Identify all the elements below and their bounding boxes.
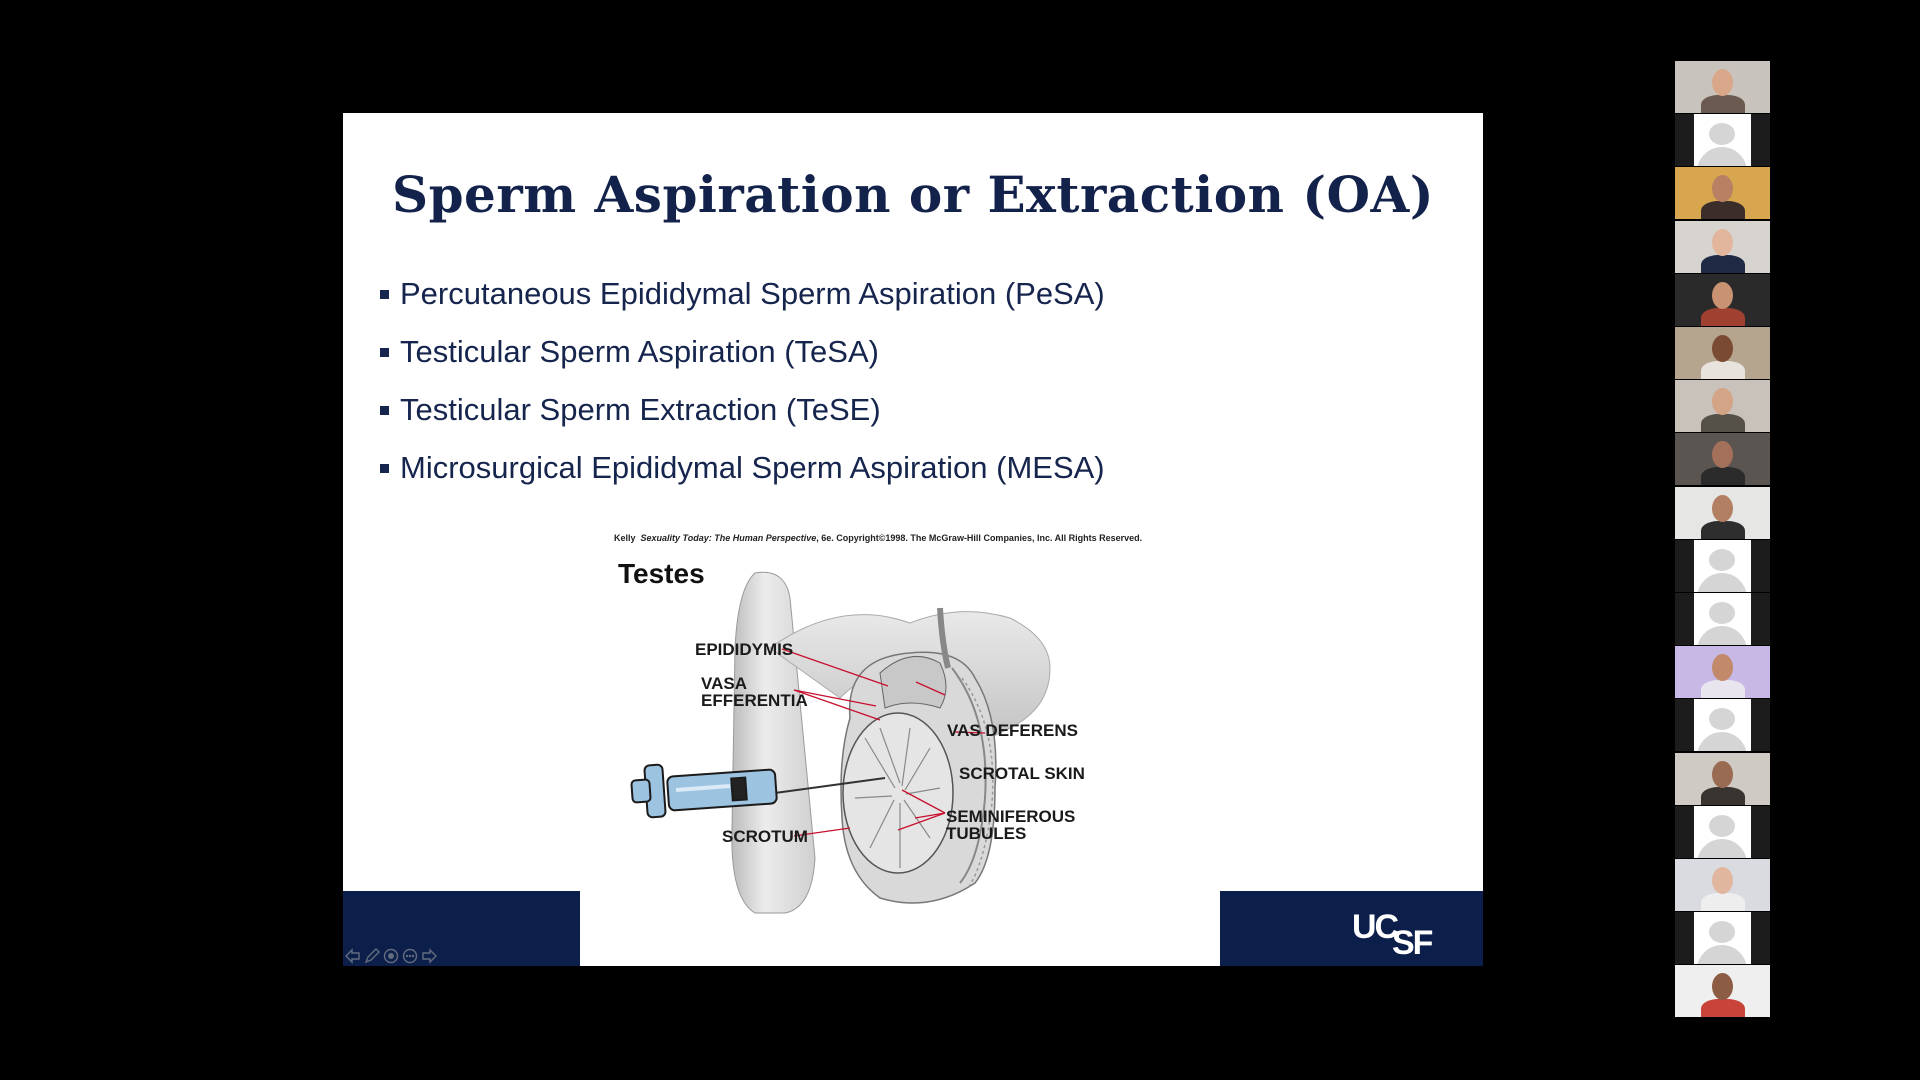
- avatar-placeholder-icon: [1709, 123, 1735, 145]
- label-epididymis: EPIDIDYMIS: [695, 640, 794, 659]
- testes-illustration: [630, 571, 1051, 914]
- participant-body: [1701, 201, 1745, 219]
- avatar-placeholder-body: [1697, 945, 1747, 964]
- participant-video-tile[interactable]: [1675, 380, 1770, 432]
- svg-text:UC: UC: [1352, 908, 1399, 946]
- participant-video-tile[interactable]: [1675, 274, 1770, 326]
- participant-face: [1712, 973, 1733, 1000]
- options-icon[interactable]: [402, 948, 418, 964]
- avatar-placeholder-body: [1697, 626, 1747, 645]
- participant-tile-no-video[interactable]: [1675, 806, 1770, 858]
- participant-face: [1712, 175, 1733, 202]
- bullet-marker: [380, 347, 389, 357]
- bullet-list: Percutaneous Epididymal Sperm Aspiration…: [380, 265, 1105, 497]
- avatar-placeholder-icon: [1709, 602, 1735, 624]
- avatar-placeholder-body: [1697, 732, 1747, 751]
- participant-body: [1701, 467, 1745, 485]
- participant-face: [1712, 441, 1733, 468]
- participant-face: [1712, 282, 1733, 309]
- participant-face: [1712, 495, 1733, 522]
- bullet-item: Percutaneous Epididymal Sperm Aspiration…: [380, 265, 1105, 323]
- avatar-placeholder-icon: [1709, 549, 1735, 571]
- participant-body: [1701, 893, 1745, 911]
- participant-video-tile[interactable]: [1675, 433, 1770, 485]
- participant-video-tile[interactable]: [1675, 965, 1770, 1017]
- zoom-icon[interactable]: [383, 948, 399, 964]
- participant-video-tile[interactable]: [1675, 487, 1770, 539]
- participant-video-tile[interactable]: [1675, 859, 1770, 911]
- bullet-item: Testicular Sperm Aspiration (TeSA): [380, 323, 1105, 381]
- participant-video-tile[interactable]: [1675, 753, 1770, 805]
- participant-face: [1712, 229, 1733, 256]
- label-scrotum: SCROTUM: [722, 827, 808, 846]
- participant-tile-no-video[interactable]: [1675, 912, 1770, 964]
- bullet-item: Microsurgical Epididymal Sperm Aspiratio…: [380, 439, 1105, 497]
- participant-video-tile[interactable]: [1675, 327, 1770, 379]
- participant-face: [1712, 867, 1733, 894]
- participant-body: [1701, 95, 1745, 113]
- avatar-placeholder-body: [1697, 147, 1747, 166]
- participant-video-tile[interactable]: [1675, 167, 1770, 219]
- participant-body: [1701, 255, 1745, 273]
- figure-heading: Testes: [618, 558, 705, 589]
- avatar-placeholder-icon: [1709, 708, 1735, 730]
- bullet-text: Testicular Sperm Extraction (TeSE): [400, 392, 881, 427]
- participant-body: [1701, 787, 1745, 805]
- slide-title: Sperm Aspiration or Extraction (OA): [391, 165, 1435, 224]
- presentation-slide: Sperm Aspiration or Extraction (OA) Perc…: [343, 113, 1483, 966]
- participant-body: [1701, 414, 1745, 432]
- bullet-text: Testicular Sperm Aspiration (TeSA): [400, 334, 879, 369]
- participant-body: [1701, 308, 1745, 326]
- participant-face: [1712, 69, 1733, 96]
- participant-face: [1712, 654, 1733, 681]
- participant-body: [1701, 680, 1745, 698]
- avatar-placeholder-body: [1697, 573, 1747, 592]
- participant-gallery: [1675, 61, 1770, 1019]
- avatar-placeholder-icon: [1709, 815, 1735, 837]
- pen-icon[interactable]: [364, 948, 380, 964]
- previous-icon[interactable]: [345, 948, 361, 964]
- participant-body: [1701, 361, 1745, 379]
- participant-body: [1701, 521, 1745, 539]
- participant-tile-no-video[interactable]: [1675, 540, 1770, 592]
- presentation-controls: [345, 947, 437, 965]
- participant-face: [1712, 761, 1733, 788]
- bullet-marker: [380, 463, 389, 473]
- figure-credit: Kelly Sexuality Today: The Human Perspec…: [614, 533, 1143, 543]
- participant-video-tile[interactable]: [1675, 221, 1770, 273]
- participant-tile-no-video[interactable]: [1675, 114, 1770, 166]
- label-scrotal-skin: SCROTAL SKIN: [959, 764, 1085, 783]
- avatar-placeholder-body: [1697, 839, 1747, 858]
- bullet-text: Microsurgical Epididymal Sperm Aspiratio…: [400, 450, 1105, 485]
- bullet-text: Percutaneous Epididymal Sperm Aspiration…: [400, 276, 1105, 311]
- bullet-item: Testicular Sperm Extraction (TeSE): [380, 381, 1105, 439]
- participant-video-tile[interactable]: [1675, 61, 1770, 113]
- ucsf-logo: UC SF: [1352, 908, 1435, 956]
- participant-tile-no-video[interactable]: [1675, 593, 1770, 645]
- bullet-marker: [380, 289, 389, 299]
- label-vas-deferens: VAS DEFERENS: [947, 721, 1078, 740]
- testes-diagram: Kelly Sexuality Today: The Human Perspec…: [580, 528, 1220, 966]
- avatar-placeholder-icon: [1709, 921, 1735, 943]
- participant-video-tile[interactable]: [1675, 646, 1770, 698]
- next-icon[interactable]: [421, 948, 437, 964]
- participant-face: [1712, 335, 1733, 362]
- participant-body: [1701, 999, 1745, 1017]
- participant-face: [1712, 388, 1733, 415]
- svg-text:SF: SF: [1392, 924, 1433, 956]
- bullet-marker: [380, 405, 389, 415]
- participant-tile-no-video[interactable]: [1675, 699, 1770, 751]
